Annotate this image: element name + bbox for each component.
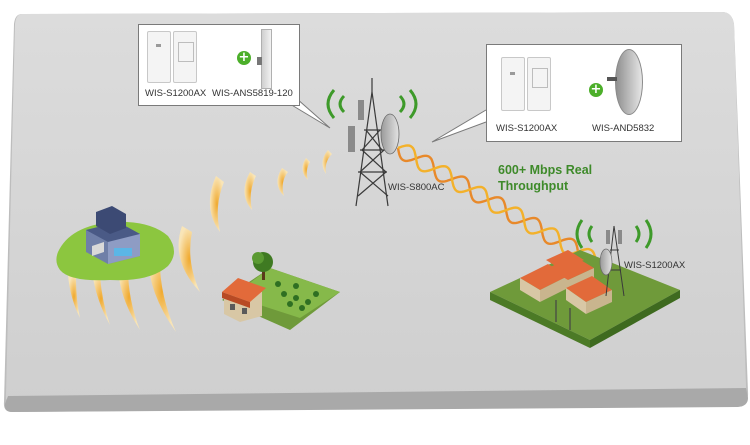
access-point-icon [527, 57, 551, 111]
plus-icon: + [237, 50, 251, 65]
callout-left-antenna-label: WIS-ANS5819-120 [212, 88, 293, 99]
signal-beam-farm [322, 150, 332, 174]
access-point-icon [501, 57, 525, 111]
dish-antenna-icon [615, 49, 643, 115]
access-point-icon [173, 31, 197, 83]
callout-left-device-label: WIS-S1200AX [145, 88, 207, 99]
tower-icon [355, 78, 389, 207]
dish-antenna-icon [380, 113, 400, 155]
callout-right: + [486, 44, 682, 142]
remote-neighborhood-icon [490, 250, 680, 348]
callout-left: + [138, 24, 300, 106]
access-point-icon [147, 31, 171, 83]
sector-antenna-icon [348, 100, 364, 152]
throughput-line-2: Throughput [498, 179, 569, 193]
farm-house-icon [222, 268, 340, 330]
plus-icon: + [589, 82, 603, 97]
callout-right-antenna-label: WIS-AND5832 [592, 123, 655, 134]
remote-wifi-waves [575, 219, 653, 249]
throughput-line-1: 600+ Mbps Real [498, 163, 593, 177]
tower-label: WIS-S800AC [388, 182, 445, 193]
villa-building-icon [56, 206, 174, 281]
throughput-label: 600+ Mbps Real Throughput [498, 162, 592, 194]
sector-antenna-icon [261, 29, 272, 89]
remote-dish-icon [599, 230, 622, 276]
tree-icon [252, 252, 273, 280]
callout-right-device-label: WIS-S1200AX [496, 123, 558, 134]
remote-device-label: WIS-S1200AX [624, 260, 686, 271]
point-to-point-link [396, 144, 598, 266]
signal-beam-villa [68, 158, 310, 332]
tower-wifi-waves [326, 89, 418, 119]
callout-left-pointer [289, 97, 331, 129]
callout-right-pointer [431, 109, 487, 143]
